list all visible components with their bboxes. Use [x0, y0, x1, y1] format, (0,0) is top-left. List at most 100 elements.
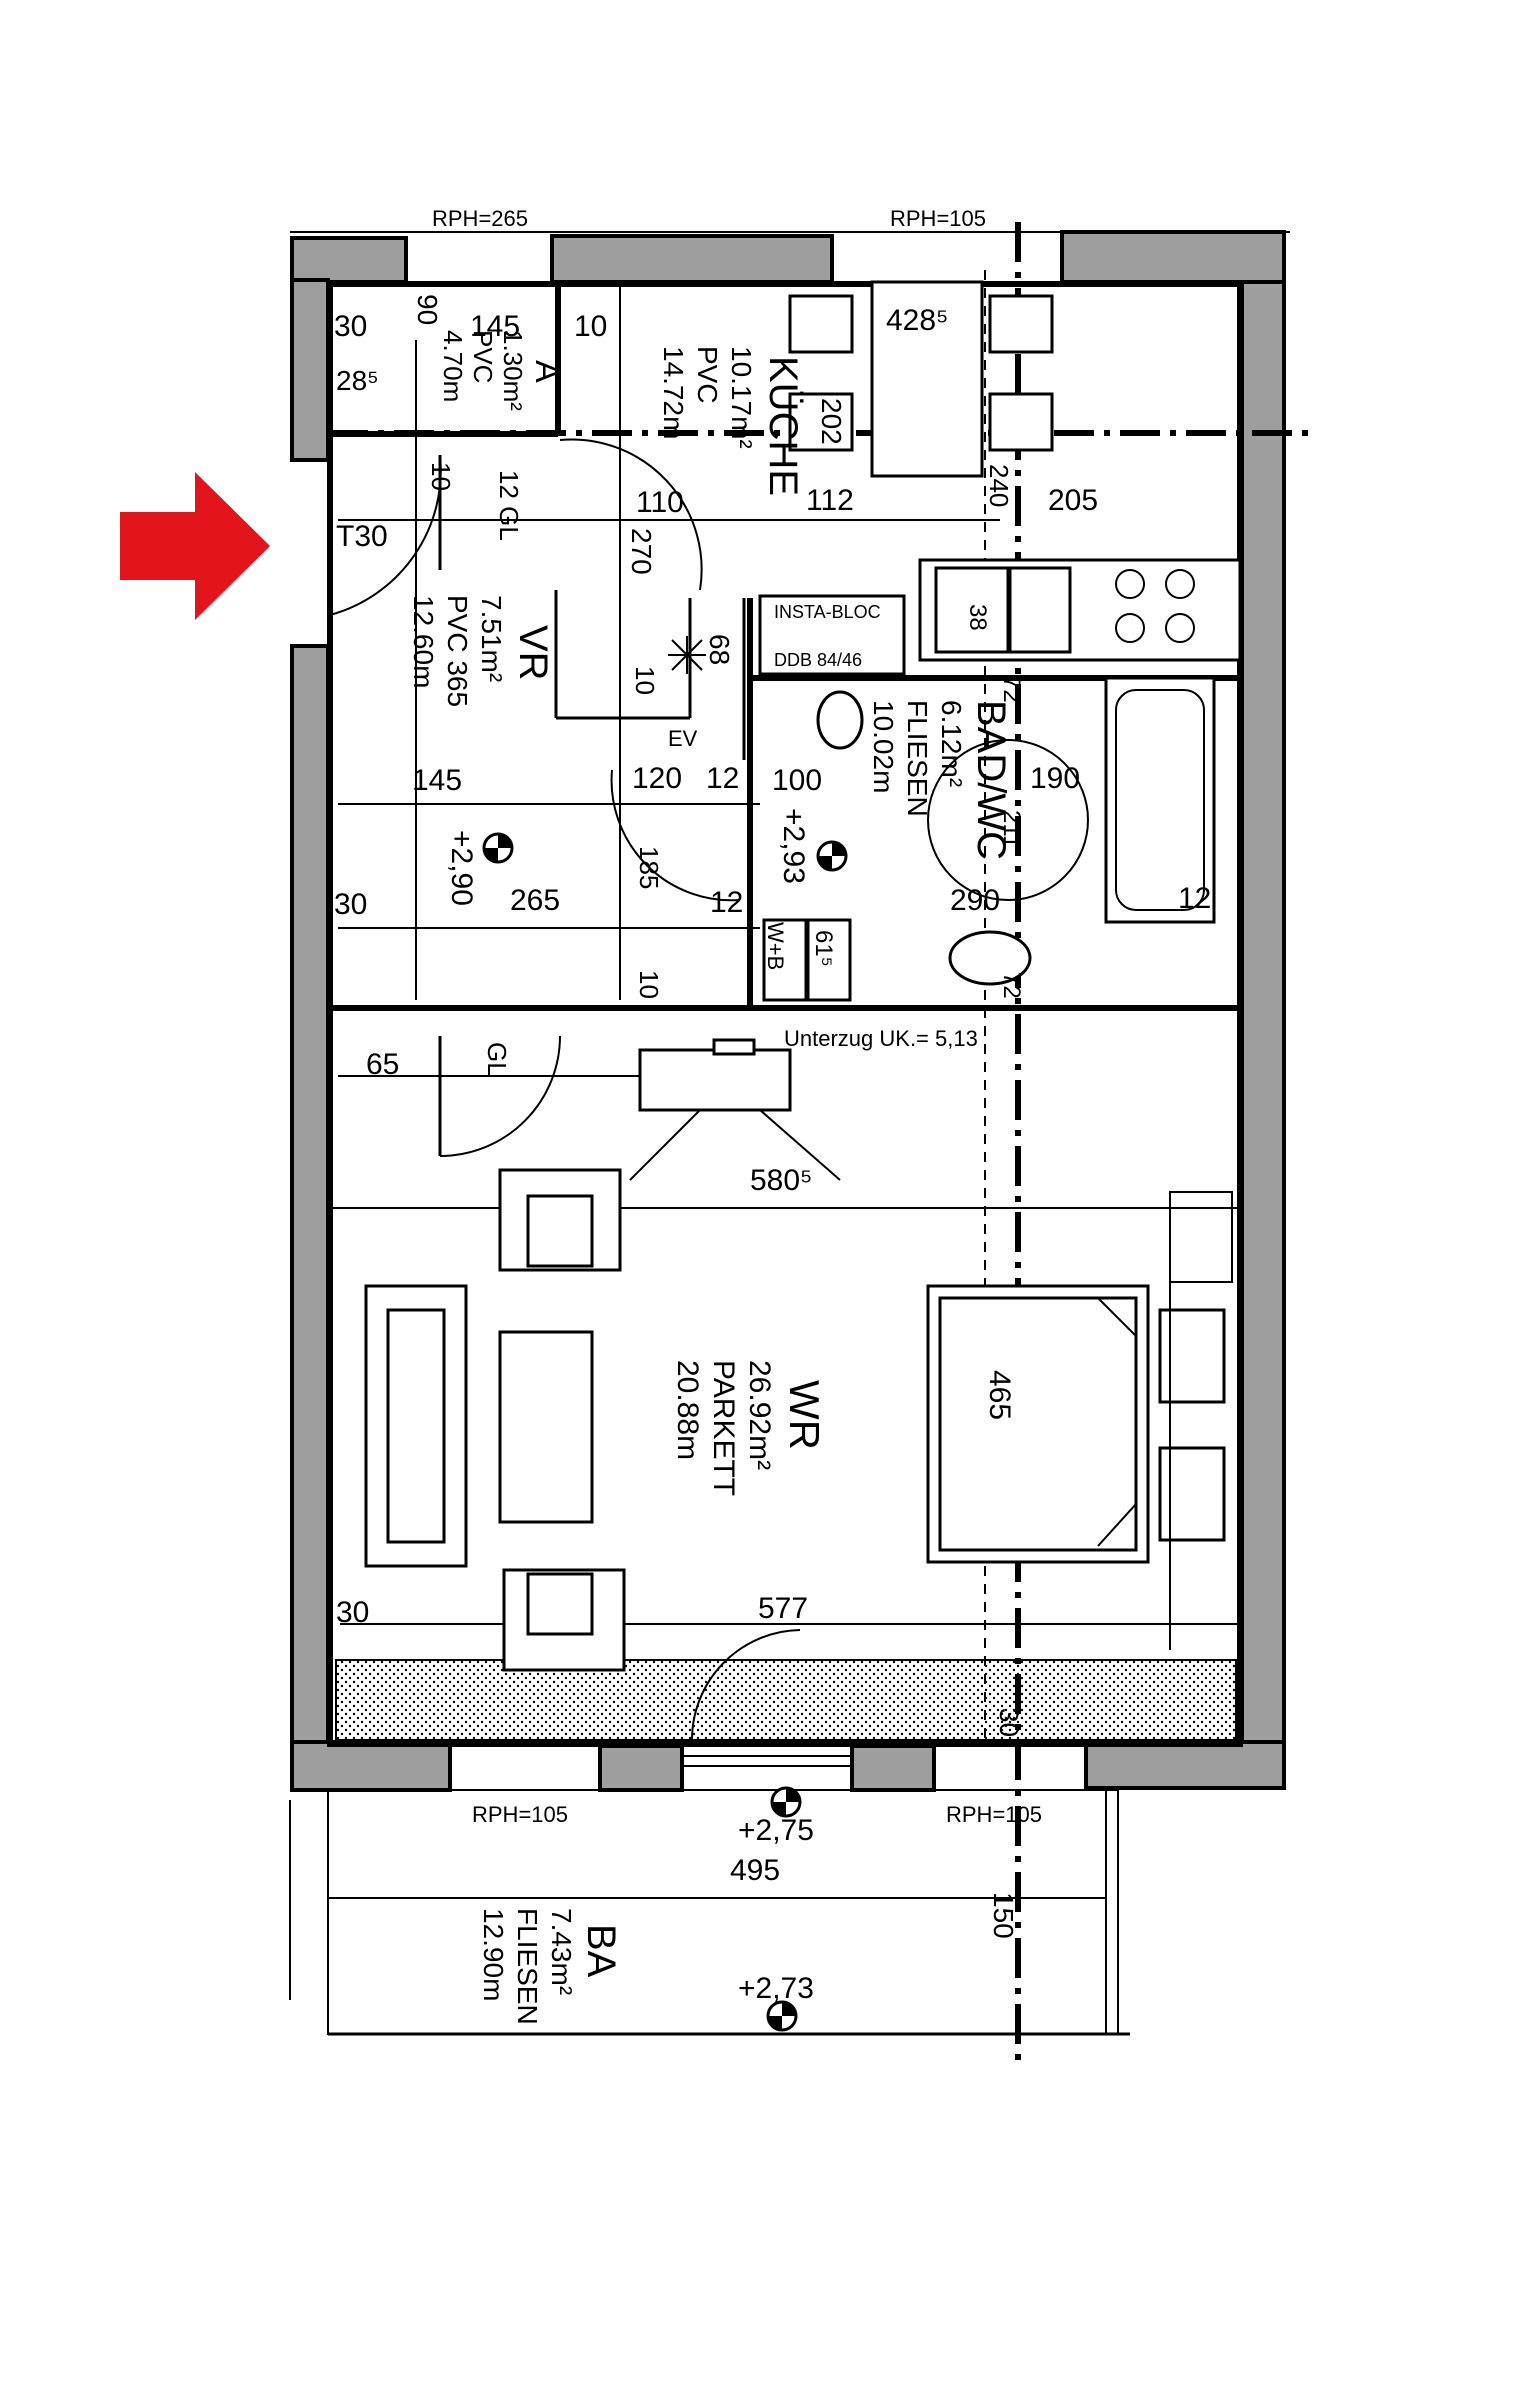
room-kueche-label: KÜCHE 10.17m² PVC 14.72m [658, 346, 805, 496]
room-area: 1.30m² [498, 330, 528, 411]
dim-label: 150 [988, 1892, 1019, 1939]
room-floor: FLIESEN [512, 1908, 543, 2025]
room-name: BAD/WC [969, 700, 1013, 860]
dim-label: 68 [704, 634, 735, 665]
ddb-label: DDB 84/46 [774, 650, 862, 670]
red-arrow-right-icon [120, 472, 270, 620]
room-perimeter: 12.60m [408, 595, 439, 688]
level-marker-icon [816, 840, 848, 872]
room-perimeter: 10.02m [868, 700, 899, 793]
installation-label: INSTA-BLOC [774, 602, 881, 622]
doors [329, 438, 852, 1767]
ev-label: EV [668, 726, 698, 751]
room-floor: PARKETT [707, 1360, 740, 1496]
dim-label: 205 [1048, 484, 1098, 517]
dim-label: 30 [336, 1596, 369, 1629]
bathroom-fixtures [762, 676, 1216, 1002]
dim-label: 30 [334, 888, 367, 921]
room-vr-label: VR 7.51m² PVC 365 12.60m [408, 595, 555, 707]
dim-label: 38 [964, 604, 991, 631]
room-wr-label: WR 26.92m² PARKETT 20.88m [671, 1360, 828, 1496]
room-floor: PVC 365 [442, 595, 473, 707]
room-ba-label: BA 7.43m² FLIESEN 12.90m [478, 1908, 623, 2025]
level-marker-icon [766, 2000, 798, 2032]
dim-label: 12 [706, 762, 739, 795]
room-perimeter: 12.90m [478, 1908, 509, 2001]
dim-label: 12 [710, 886, 743, 919]
dimension-labels: 30 145 10 28⁵ 428⁵ 205 112 110 T30 EV IN… [334, 304, 1211, 2005]
dim-label: 265 [510, 884, 560, 917]
walls [290, 230, 1286, 1792]
dim-label: 120 [632, 762, 682, 795]
dim-label: 61⁵ [810, 930, 837, 967]
rph-top-left: RPH=265 [432, 206, 528, 231]
balcony [289, 1789, 1130, 2036]
dim-label: 30 [334, 310, 367, 343]
gl-label: 12 GL [494, 470, 524, 541]
dim-label: 100 [772, 764, 822, 797]
t30-label: T30 [336, 520, 388, 553]
level-marker-icon [482, 832, 514, 864]
dim-label: 270 [626, 528, 657, 575]
dim-label: 185 [634, 846, 664, 889]
light-fixture-icon [668, 636, 706, 674]
dim-label: 65 [366, 1048, 399, 1081]
dim-label: 12 [1178, 882, 1211, 915]
rotated-dimension-labels: 90 10 12 GL 270 68 10 202 240 38 72 211 … [412, 294, 1025, 1939]
room-area: 26.92m² [743, 1360, 776, 1470]
room-name: WR [781, 1380, 828, 1450]
level-markers [482, 832, 848, 2032]
dim-label: 190 [1030, 762, 1080, 795]
living-room-furniture [364, 1038, 1233, 1672]
dim-label: 10 [630, 666, 660, 695]
dim-label: 428⁵ [886, 304, 949, 337]
level-label: +2,73 [738, 1972, 814, 2005]
dim-label: 580⁵ [750, 1164, 813, 1197]
room-name: BA [579, 1924, 623, 1978]
dim-label: 112 [806, 484, 854, 517]
unterzug-label: Unterzug UK.= 5,13 [784, 1026, 978, 1051]
dim-label: 240 [984, 464, 1014, 507]
room-a-label: A 1.30m² PVC 4.70m [438, 330, 566, 411]
level-label: +2,93 [777, 808, 810, 884]
wb-label: W+B [763, 922, 788, 970]
dim-label: 10 [634, 970, 664, 999]
dim-label: 10 [426, 462, 456, 491]
dim-label: 110 [636, 486, 684, 519]
dim-label: 72 [998, 972, 1025, 999]
room-name: KÜCHE [761, 356, 805, 496]
room-area: 7.43m² [546, 1908, 577, 1995]
room-floor: PVC [468, 330, 498, 383]
room-floor: FLIESEN [902, 700, 933, 817]
room-floor: PVC [692, 346, 723, 404]
dim-label: 211 [998, 810, 1025, 848]
dim-label: 28⁵ [336, 365, 379, 396]
dim-label: 465 [983, 1370, 1016, 1420]
gl-label-2: GL [482, 1042, 512, 1077]
level-marker-icon [770, 1786, 802, 1818]
room-area: 6.12m² [936, 700, 967, 787]
room-bad-label: BAD/WC 6.12m² FLIESEN 10.02m [868, 700, 1013, 860]
rph-bottom-left: RPH=105 [472, 1802, 568, 1827]
room-perimeter: 4.70m [438, 330, 468, 402]
dim-label: 145 [412, 764, 462, 797]
rph-top-right: RPH=105 [890, 206, 986, 231]
room-area: 10.17m² [726, 346, 757, 449]
room-perimeter: 14.72m [658, 346, 689, 439]
room-name: VR [511, 625, 555, 681]
room-name: A [528, 360, 566, 383]
room-perimeter: 20.88m [671, 1360, 704, 1460]
dim-label: 145 [470, 310, 520, 343]
dim-label: 10 [574, 310, 607, 343]
dim-label: 495 [730, 1854, 780, 1887]
room-area: 7.51m² [476, 595, 507, 682]
dim-label: 577 [758, 1592, 808, 1625]
rph-bottom-right: RPH=105 [946, 1802, 1042, 1827]
dim-label: 30 [994, 1708, 1024, 1737]
dim-label: 202 [816, 398, 847, 445]
kitchen-furniture [758, 280, 1242, 676]
dim-label: 90 [412, 294, 443, 325]
level-label: +2,75 [738, 1814, 814, 1847]
dim-label: 290 [950, 884, 1000, 917]
